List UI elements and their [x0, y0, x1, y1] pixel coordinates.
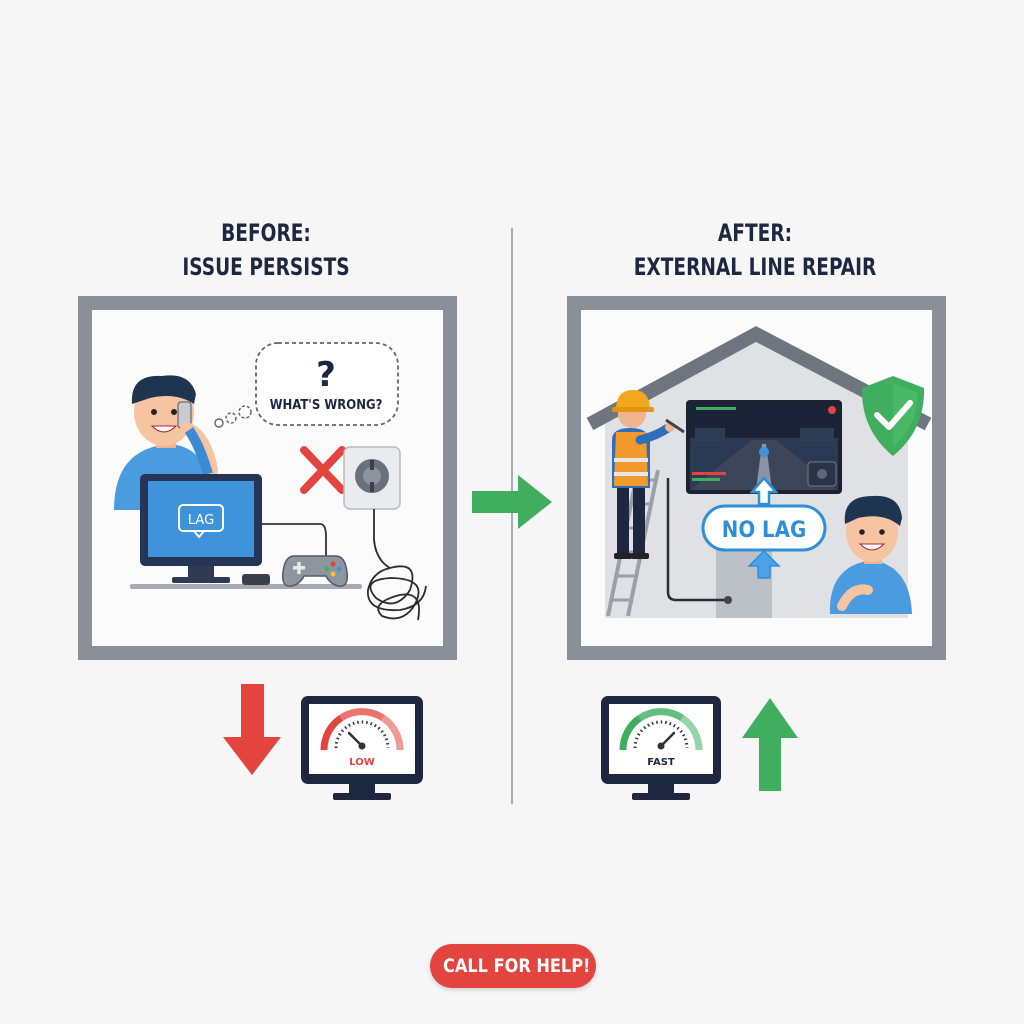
gamepad-icon: [281, 555, 349, 587]
before-scene: ? WHAT'S WRONG? L: [114, 342, 427, 621]
low-label: LOW: [349, 757, 375, 768]
fast-label: FAST: [647, 757, 675, 768]
desk: [130, 584, 362, 589]
speedometer-icon: [619, 708, 703, 751]
shield-check-icon: [861, 376, 925, 456]
after-heading: AFTER: EXTERNAL LINE REPAIR: [609, 216, 901, 284]
up-arrow-bottom: [747, 549, 781, 579]
before-heading-line2: ISSUE PERSISTS: [182, 253, 350, 281]
wall-socket-icon: [343, 446, 401, 510]
game-screen: [686, 400, 842, 494]
tangled-cable: [367, 509, 427, 621]
x-mark-icon: [300, 446, 346, 494]
up-arrow-top: [749, 476, 779, 506]
thought-text: WHAT'S WRONG?: [270, 398, 383, 413]
call-for-help-label: CALL FOR HELP!: [443, 955, 591, 977]
lag-label: LAG: [188, 513, 214, 528]
hard-hat-icon: [612, 390, 654, 412]
before-heading: BEFORE: ISSUE PERSISTS: [120, 216, 412, 284]
call-for-help-button[interactable]: CALL FOR HELP!: [430, 944, 596, 988]
arrow-right-icon: [472, 475, 552, 529]
slow-speed-monitor: LOW: [301, 696, 423, 800]
console-box: [242, 574, 270, 585]
frustrated-person: [114, 375, 218, 510]
center-divider: [511, 228, 513, 804]
technician: [612, 390, 685, 559]
speedometer-icon: [320, 708, 404, 751]
repaired-cable: [666, 478, 728, 602]
happy-person: [829, 495, 912, 614]
lagging-monitor: LAG: [140, 474, 262, 583]
arrow-up-icon: [742, 698, 798, 791]
after-heading-line1: AFTER:: [717, 219, 793, 247]
thought-bubble: ? WHAT'S WRONG?: [214, 342, 399, 428]
question-mark: ?: [316, 355, 336, 395]
fast-speed-monitor: FAST: [601, 696, 721, 800]
after-heading-line2: EXTERNAL LINE REPAIR: [633, 253, 877, 281]
no-lag-label: NO LAG: [722, 518, 806, 543]
no-lag-badge: NO LAG: [701, 504, 827, 552]
after-scene: NO LAG: [586, 326, 932, 618]
arrow-down-icon: [223, 684, 281, 775]
before-heading-line1: BEFORE:: [221, 219, 311, 247]
